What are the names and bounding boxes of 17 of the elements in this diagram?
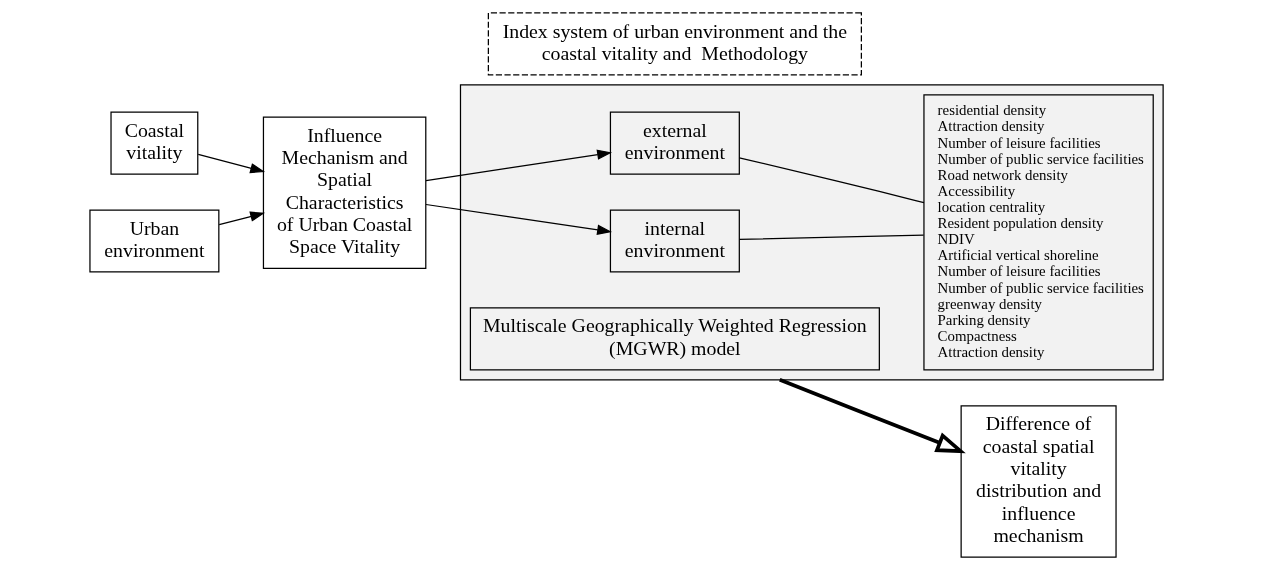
node-box: Urban environment bbox=[88, 209, 219, 273]
node-box: internal environment bbox=[609, 209, 740, 273]
arrow bbox=[197, 153, 265, 174]
arrow bbox=[424, 149, 612, 182]
node-box: external environment bbox=[609, 111, 740, 175]
node-box: Coastal vitality bbox=[109, 111, 198, 175]
node-box: Index system of urban environment and the coastal vitality and Methodology bbox=[487, 12, 862, 76]
connector bbox=[738, 234, 924, 241]
node-box: residential density Attraction density Number of leisure facilities Number of public service facilities Road network density Accessibility location centrality Resident population density NDIV Artificial vertical shoreline Number of leisure facilities Number of public service facilities greenway density Parking density Compactness Attraction density bbox=[922, 94, 1154, 371]
arrow bbox=[778, 378, 966, 454]
arrow bbox=[218, 211, 265, 226]
connector bbox=[738, 157, 925, 204]
node-box: Difference of coastal spatial vitality distribution and influence mechanism bbox=[960, 405, 1117, 558]
arrow bbox=[424, 203, 612, 235]
node-box: Influence Mechanism and Spatial Characteristics of Urban Coastal Space Vitality bbox=[262, 116, 426, 269]
cluster bbox=[459, 84, 1164, 381]
node-box: Multiscale Geographically Weighted Regression (MGWR) model bbox=[469, 307, 880, 371]
